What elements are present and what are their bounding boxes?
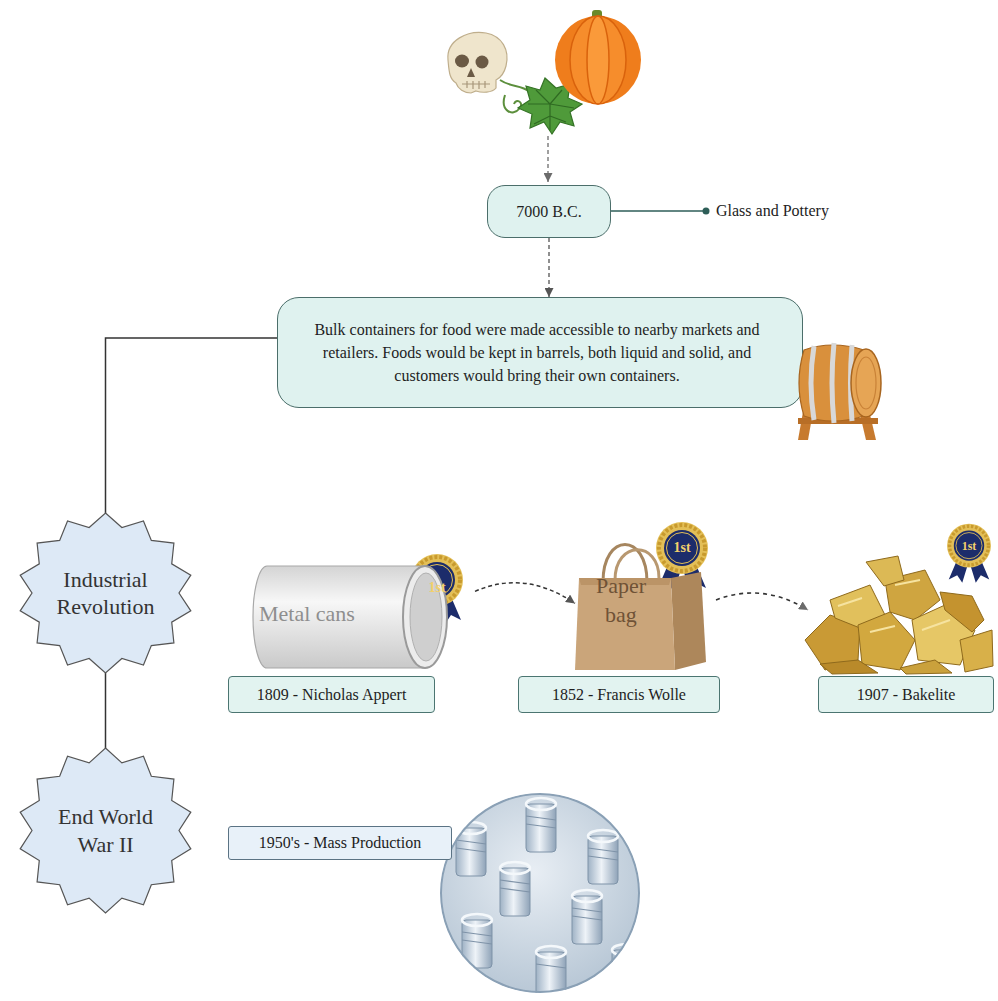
text-holder: Metal cans xyxy=(259,600,419,629)
badge-label: 1st xyxy=(405,578,469,598)
dashed-arrow xyxy=(548,238,550,297)
leader-dot xyxy=(703,208,710,215)
milestone-box: 1809 - Nicholas Appert xyxy=(228,676,435,713)
metal-can: Metal cans1st xyxy=(245,560,475,672)
award-badge xyxy=(947,524,991,583)
box-text: 7000 B.C. xyxy=(516,202,581,222)
box-text: 1907 - Bakelite xyxy=(857,685,956,705)
starburst-shape xyxy=(20,748,191,913)
pumpkin-icon xyxy=(555,10,641,104)
description-box: Bulk containers for food were made acces… xyxy=(277,297,803,408)
box-text: 1809 - Nicholas Appert xyxy=(257,685,407,705)
leader-line xyxy=(611,210,703,212)
era-text: Industrial Revolution xyxy=(44,566,168,621)
skull-icon xyxy=(448,32,507,93)
text-holder: Paper bag xyxy=(581,572,661,629)
era-starburst: Industrial Revolution xyxy=(18,513,193,673)
milestone-box: 1950's - Mass Production xyxy=(228,826,452,860)
milestone-box: 1852 - Francis Wolle xyxy=(518,676,720,713)
note-label: Glass and Pottery xyxy=(716,201,829,221)
badge-label: 1st xyxy=(650,538,714,558)
starburst-shape xyxy=(20,513,191,673)
starburst-outline xyxy=(18,513,193,673)
box-text: Bulk containers for food were made acces… xyxy=(290,318,784,388)
badge-label: 1st xyxy=(942,537,996,555)
starburst-outline xyxy=(18,748,193,913)
dashed-arrow xyxy=(716,593,808,610)
box-text: 1852 - Francis Wolle xyxy=(552,685,686,705)
milestone-box: 1907 - Bakelite xyxy=(818,676,994,713)
dashed-arrow xyxy=(547,136,548,182)
box-text: 1950's - Mass Production xyxy=(259,833,421,853)
label-holder: Glass and Pottery xyxy=(716,201,829,221)
bottles-photo xyxy=(430,780,660,1001)
date-box: 7000 B.C. xyxy=(487,185,611,238)
illustration-text: Paper bag xyxy=(581,572,661,629)
illustration-text: Metal cans xyxy=(259,600,419,629)
paper-bag: Paper bag1st xyxy=(575,528,710,673)
bakelite-illustration xyxy=(805,556,993,674)
connector-line xyxy=(105,673,107,748)
connector-line xyxy=(106,338,278,513)
era-starburst: End World War II xyxy=(18,748,193,913)
badge-label-holder: 1st xyxy=(405,578,469,598)
barrel-illustration xyxy=(792,334,884,442)
era-text: End World War II xyxy=(44,803,168,858)
dashed-arrow xyxy=(475,583,575,604)
label-holder: 1st xyxy=(942,537,996,555)
badge-label-holder: 1st xyxy=(650,538,714,558)
